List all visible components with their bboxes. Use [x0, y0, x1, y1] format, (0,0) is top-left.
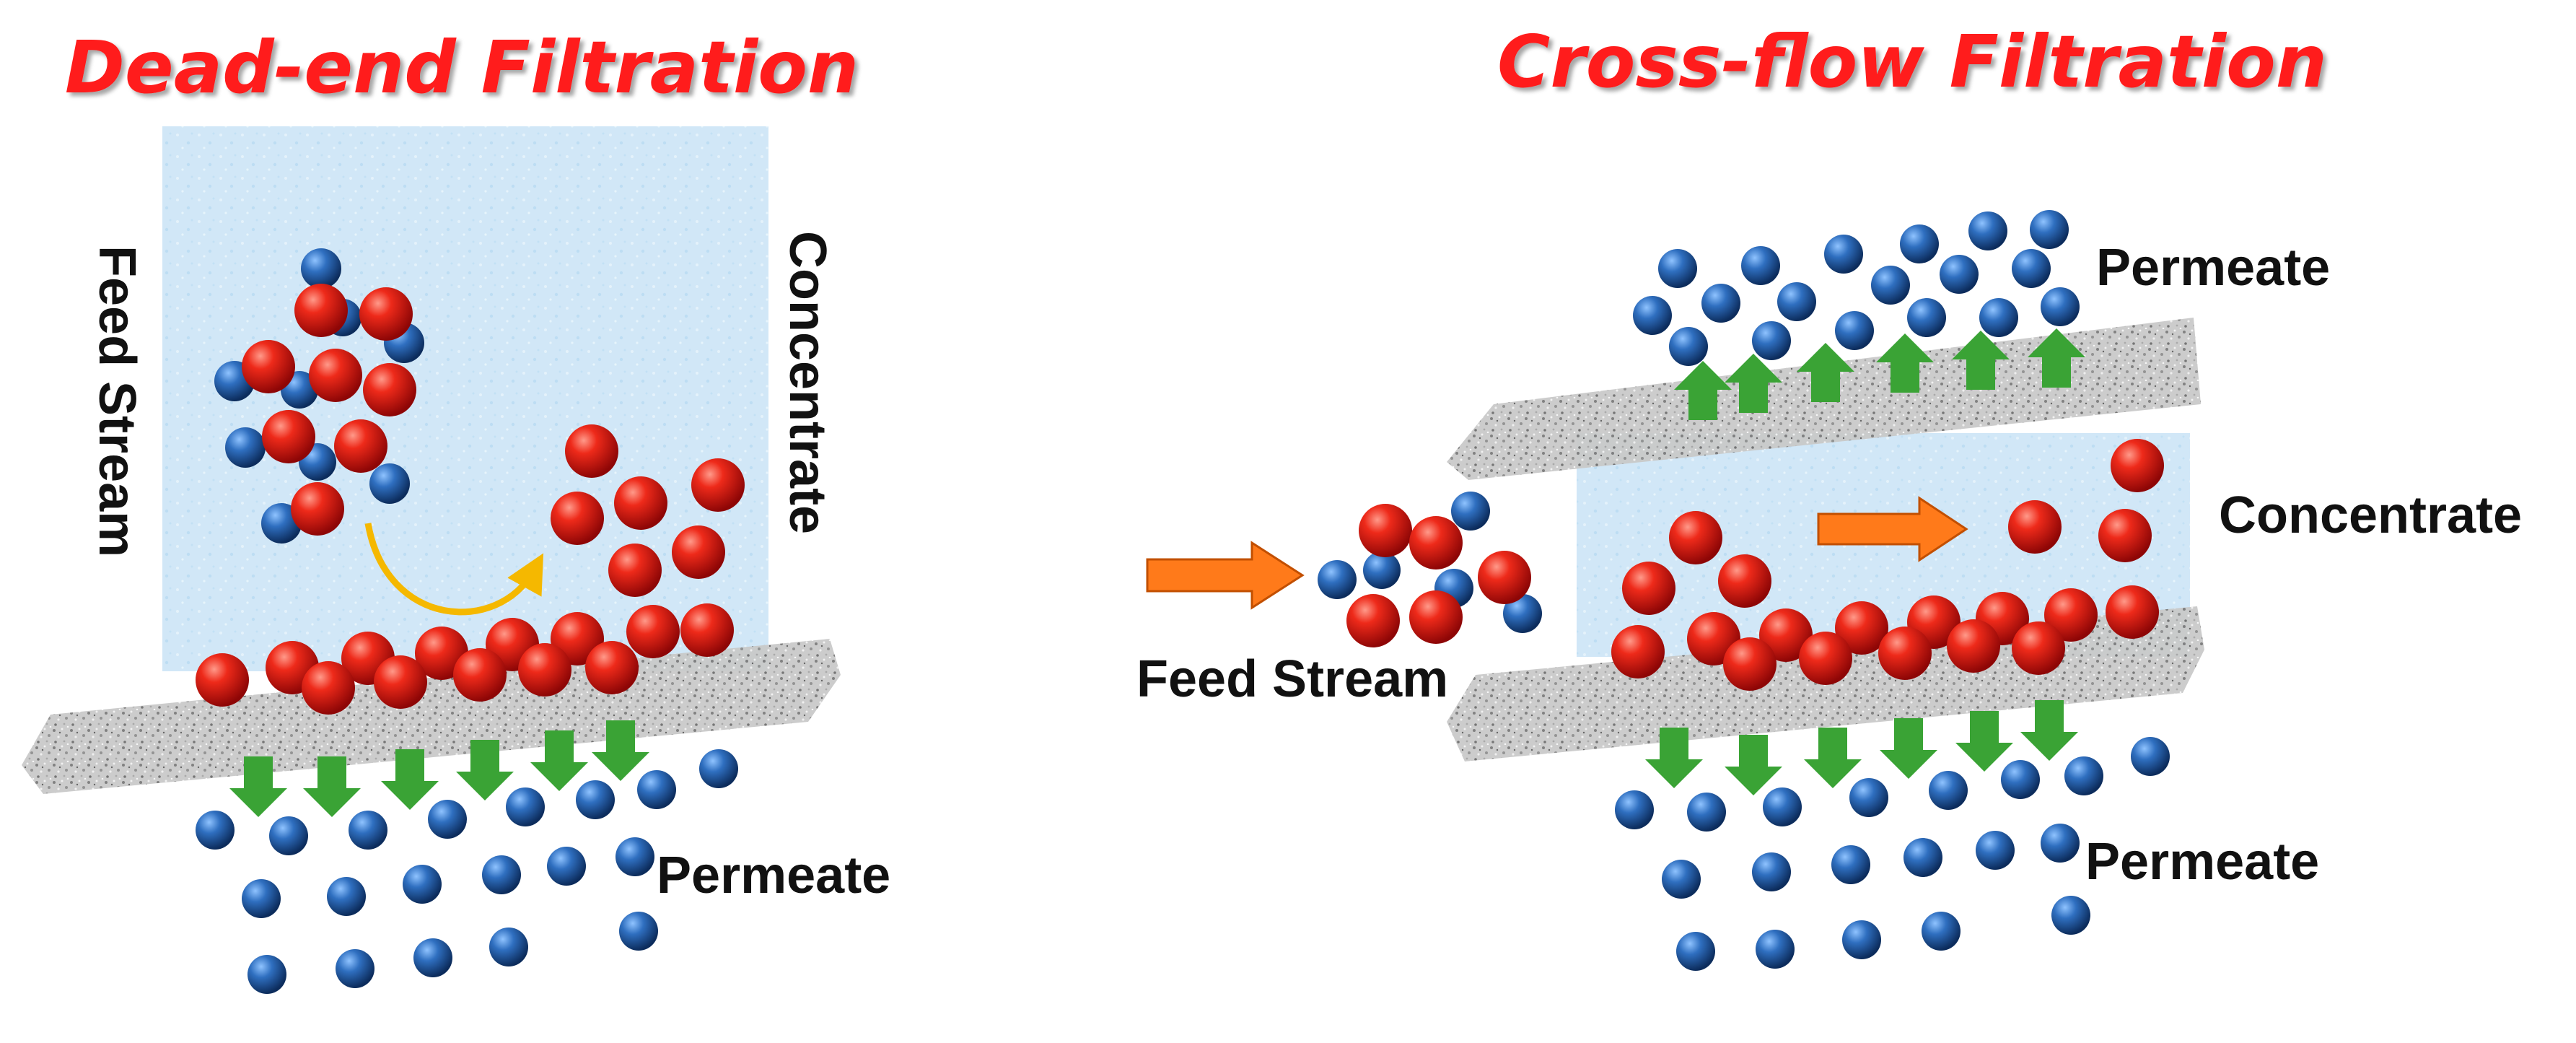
bottom-permeate-label: Permeate: [2085, 833, 2319, 891]
permeate-flow-arrows: [229, 720, 649, 817]
feed-water-region: [162, 126, 768, 671]
retained-particles: [1611, 439, 2164, 691]
feed-stream-label: Feed Stream: [88, 245, 146, 557]
permeate-label: Permeate: [657, 847, 890, 904]
concentrate-label: Concentrate: [779, 231, 836, 534]
feed-inlet-arrow: [1146, 541, 1305, 610]
cross-flow-title: Cross-flow Filtration: [1497, 19, 2327, 104]
top-permeate-label: Permeate: [2096, 239, 2330, 297]
concentrate-particle-cluster: [551, 424, 745, 597]
cross-flow-panel: Cross-flow Filtration: [1136, 19, 2522, 971]
dead-end-title: Dead-end Filtration: [65, 25, 859, 110]
feed-stream-label-crossflow: Feed Stream: [1136, 650, 1448, 708]
filter-cake-particles: [196, 603, 734, 715]
top-permeate-particles: [1633, 210, 2080, 366]
bottom-permeate-particles: [1615, 737, 2170, 971]
permeate-particles: [196, 749, 738, 994]
bottom-permeate-flow-arrows: [1645, 700, 2078, 795]
dead-end-panel: Dead-end Filtration Feed Stream Concentr…: [22, 25, 890, 994]
channel-flow-arrow: [1817, 496, 1968, 562]
top-permeate-flow-arrows: [1674, 328, 2085, 420]
curved-arrow: [364, 523, 544, 616]
feed-particle-cluster: [214, 248, 424, 544]
concentrate-label-crossflow: Concentrate: [2219, 486, 2522, 544]
feed-particle-cluster-crossflow: [1318, 492, 1542, 647]
